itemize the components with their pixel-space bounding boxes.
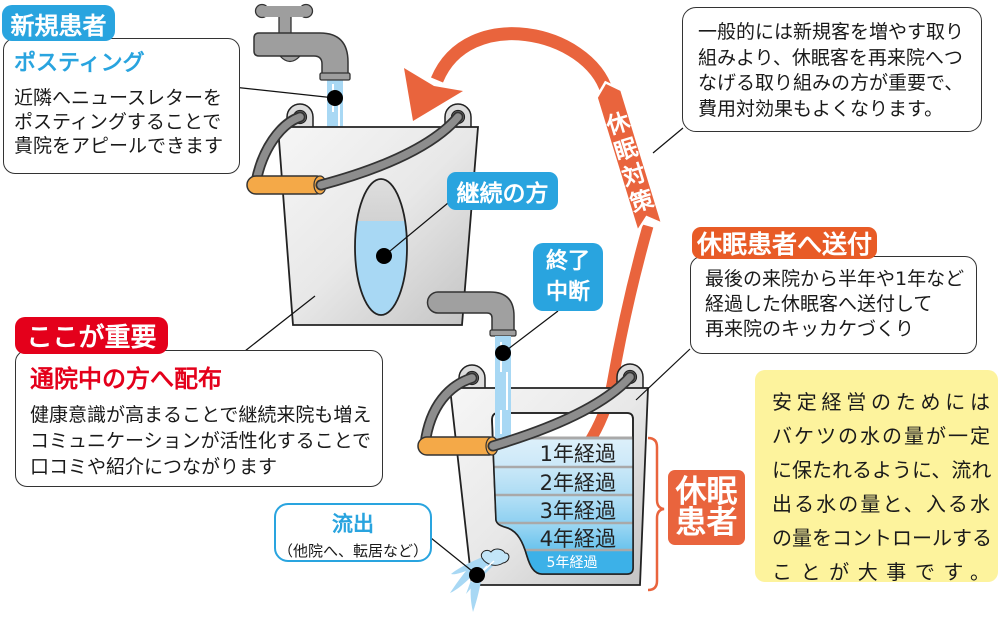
important-callout: 通院中の方へ配布 健康意識が高まることで継続来院も増え コミュニケーションが活性… [15,350,383,487]
callout-line: 最後の来院から半年や1年など [705,268,965,290]
water-layer-label: 4年経過 [540,527,616,551]
pointer-continuing [383,202,449,257]
water-level-gauge [354,178,408,316]
summary-line: の量をコントロールする [772,526,992,550]
label-line: 休眠 [675,473,738,510]
summary-line: 出る水の量と、入る水 [772,492,990,516]
label-line: 中断 [545,280,590,305]
summary-body: 安定経営のためには バケツの水の量が一定 に保たれるように、流れ 出る水の量と、… [772,385,992,589]
note-line: なげる取り組みの方が重要で、 [698,72,964,95]
callout-body: 近隣へニュースレターを ポスティングすることで 貴院をアピールできます [14,86,223,158]
bucket-handle [417,371,636,456]
dormant-patients-label: 休眠 患者 [668,470,745,545]
callout-line: ポスティングすることで [14,111,222,133]
outflow-title: 流出 [332,512,374,536]
ended-interrupted-label: 終了 中断 [533,243,603,311]
note-line: 一般的には新規客を増やす取り [698,21,965,43]
note-body: 一般的には新規客を増やす取り 組みより、休眠客を再来院へつ なげる取り組みの方が… [698,20,964,123]
water-layer-label: 2年経過 [540,471,616,495]
summary-line: に保たれるように、流れ [772,458,992,482]
dormant-send-callout: 最後の来院から半年や1年など 経過した休眠客へ送付して 再来院のキッカケづくり [690,256,977,354]
callout-line: 経過した休眠客へ送付して [705,293,933,315]
marker-dot [469,567,485,583]
callout-body: 最後の来院から半年や1年など 経過した休眠客へ送付して 再来院のキッカケづくり [705,267,964,342]
label-line: 終了 [545,249,590,274]
callout-title: 通院中の方へ配布 [30,365,222,393]
callout-line: 貴院をアピールできます [14,135,224,157]
dormant-strategy-note: 一般的には新規客を増やす取り 組みより、休眠客を再来院へつ なげる取り組みの方が… [682,7,982,132]
marker-dots [327,90,511,583]
pointer-new-patients [232,86,336,99]
marker-dot [327,90,343,106]
new-patients-callout: ポスティング 近隣へニュースレターを ポスティングすることで 貴院をアピールでき… [3,38,240,174]
bucket-handle [246,111,464,195]
callout-line: 健康意識が高まることで継続来院も増え [30,404,372,426]
pointer-outflow [430,537,478,576]
bottom-bucket: 1年経過 2年経過 3年経過 4年経過 5年経過 [417,336,649,612]
marker-dot [495,345,511,361]
dormant-bracket [647,436,665,592]
water-layer-label: 3年経過 [540,499,616,523]
callout-body: 健康意識が高まることで継続来院も増え コミュニケーションが活性化することで 口コ… [30,402,371,480]
top-bucket [246,103,479,326]
summary-line: 安定経営のためには [772,390,990,414]
arrowhead-icon [404,68,463,121]
summary-note: 安定経営のためには バケツの水の量が一定 に保たれるように、流れ 出る水の量と、… [755,370,998,584]
faucet-icon [253,3,351,81]
bucket-window-outline [491,412,634,575]
pointer-dormant-send [635,348,691,401]
new-patients-tag: 新規患者 [2,5,115,41]
water-layer-label: 5年経過 [547,555,598,571]
water-layer-label: 1年経過 [540,442,616,466]
continuing-patients-label: 継続の方 [447,172,558,210]
pointer-top-note [652,127,684,154]
note-line: 費用対効果もよくなります。 [698,98,944,121]
note-line: 組みより、休眠客を再来院へつ [698,46,963,69]
callout-line: 近隣へニュースレターを [14,87,223,109]
arrow-upper-arc [430,27,614,95]
outflow-subtitle: （他院へ、転居など） [277,542,428,560]
outflow-callout: 流出 （他院へ、転居など） [274,503,432,562]
callout-title: ポスティング [14,51,145,76]
marker-dot [376,248,392,264]
arrow-label-band: 休 眠 対 策 [595,80,665,235]
callout-line: 再来院のキッカケづくり [705,318,915,340]
label-line: 患者 [675,504,738,541]
callout-line: 口コミや紹介につながります [30,456,278,478]
dormant-measures-arrow: 休 眠 対 策 [404,27,665,447]
pointer-important [244,295,316,352]
summary-line: ことが大事です。 [772,560,990,584]
summary-line: バケツの水の量が一定 [772,424,990,448]
pointer-lines [232,86,691,576]
callout-line: コミュニケーションが活性化することで [30,430,372,452]
important-tag: ここが重要 [15,317,168,354]
water-layers: 1年経過 2年経過 3年経過 4年経過 5年経過 [492,436,633,574]
outflow-pipe [426,291,517,337]
dormant-send-tag: 休眠患者へ送付 [692,227,877,259]
pointer-ended [502,310,559,354]
arrow-lower-tail [583,224,654,447]
